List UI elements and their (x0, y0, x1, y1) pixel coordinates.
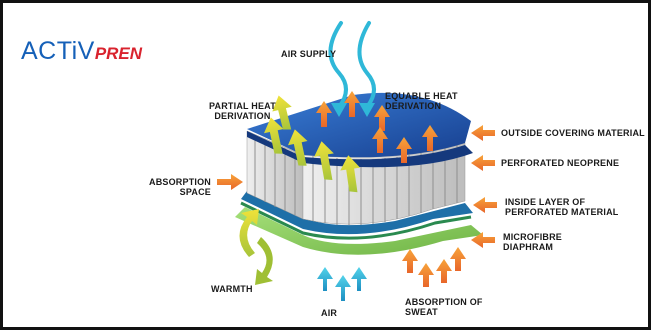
layer-illustration (217, 21, 497, 301)
inside-layer (241, 191, 473, 235)
label-equable-heat-line1: EQUABLE HEAT (385, 91, 458, 101)
label-absorption-sweat-line2: SWEAT (405, 307, 438, 317)
label-outside-covering: OUTSIDE COVERING MATERIAL (501, 128, 645, 138)
air-supply-arrows (328, 21, 376, 109)
label-perforated-neoprene: PERFORATED NEOPRENE (501, 158, 620, 168)
label-equable-heat-line2: DERIVATION (385, 101, 442, 111)
warmth-cycle-icon (239, 209, 273, 285)
label-absorption-space-line2: SPACE (179, 187, 212, 197)
logo-primary: ACTiV (21, 37, 95, 65)
logo-secondary: PREN (94, 44, 143, 63)
label-partial-heat-line1: PARTIAL HEAT (209, 101, 276, 111)
label-absorption-space: ABSORPTION SPACE (149, 177, 211, 197)
equable-heat-arrows (316, 91, 438, 163)
activpren-logo: ACTiVPREN (21, 37, 142, 66)
label-warmth: WARMTH (211, 284, 253, 294)
label-absorption-sweat: ABSORPTION OF SWEAT (405, 297, 483, 317)
layer-pointer-arrows (471, 125, 497, 248)
label-absorption-space-line1: ABSORPTION (149, 177, 212, 187)
label-partial-heat-line2: DERIVATION (214, 111, 271, 121)
microfibre-layer (235, 207, 483, 255)
label-inside-layer-line1: INSIDE LAYER OF (505, 197, 586, 207)
absorption-space-arrow (217, 174, 243, 190)
partial-heat-arrows (263, 95, 361, 193)
label-absorption-sweat-line1: ABSORPTION OF (405, 297, 483, 307)
label-air: AIR (321, 308, 338, 318)
label-microfibre-line2: DIAPHRAM (503, 242, 554, 252)
label-partial-heat: PARTIAL HEAT DERIVATION (209, 101, 276, 121)
label-inside-layer-line2: PERFORATED MATERIAL (505, 207, 619, 217)
label-microfibre: MICROFIBRE DIAPHRAM (503, 232, 562, 252)
label-air-supply: AIR SUPPLY (281, 49, 337, 59)
air-arrows (317, 267, 367, 301)
label-microfibre-line1: MICROFIBRE (503, 232, 562, 242)
label-inside-layer: INSIDE LAYER OF PERFORATED MATERIAL (505, 197, 618, 217)
label-equable-heat: EQUABLE HEAT DERIVATION (385, 91, 458, 111)
absorption-sweat-arrows (402, 247, 466, 287)
